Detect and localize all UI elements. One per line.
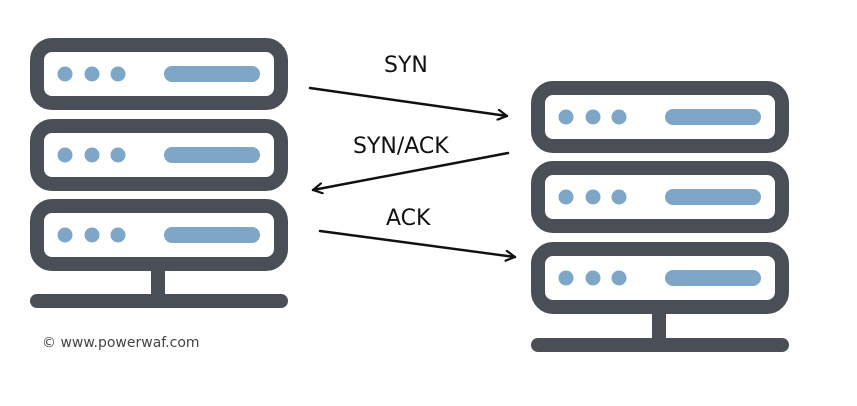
server-server-unit-3: [531, 242, 789, 314]
syn-ack-label: SYN/ACK: [353, 134, 449, 159]
copyright-notice: © www.powerwaf.com: [42, 335, 200, 351]
server-server-unit-2: [531, 161, 789, 233]
ack-label: ACK: [386, 206, 431, 231]
server-stand-base: [531, 338, 789, 352]
client-stand-base: [30, 294, 288, 308]
syn-ack-arrow: [311, 151, 510, 190]
client-server-rack-icon: [30, 38, 288, 308]
syn-arrow: [308, 86, 509, 116]
server-server-unit-1: [531, 81, 789, 153]
server-stand-post: [652, 311, 666, 341]
syn-label: SYN: [384, 53, 428, 78]
client-server-unit-3: [30, 199, 288, 271]
server-server-rack-icon: [531, 81, 789, 352]
client-server-unit-1: [30, 38, 288, 110]
client-server-unit-2: [30, 119, 288, 191]
client-stand-post: [151, 268, 165, 298]
ack-arrow: [318, 229, 517, 257]
